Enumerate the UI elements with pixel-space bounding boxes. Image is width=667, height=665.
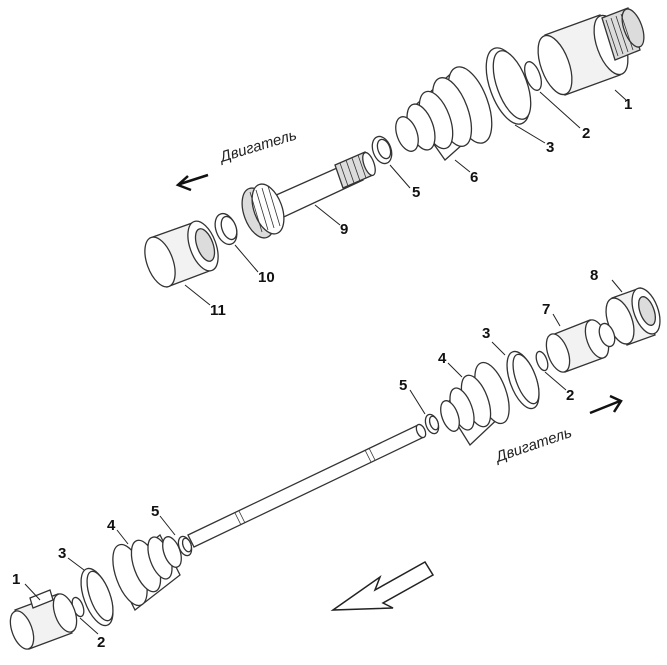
- top-part-2-retaining-ring: [524, 61, 542, 91]
- bottom-part-4-boot-left: [112, 534, 182, 611]
- top-part-1-housing: [537, 7, 645, 96]
- bottom-engine-label: Двигатель: [492, 424, 574, 466]
- bottom-callout-3-left: 3: [58, 545, 66, 562]
- bottom-callout-7: 7: [542, 301, 550, 318]
- bottom-callout-1: 1: [12, 571, 20, 588]
- bottom-callout-5-left: 5: [151, 503, 159, 520]
- bottom-part-1-housing: [9, 589, 78, 650]
- top-part-6-boot: [395, 66, 493, 161]
- top-engine-label: Двигатель: [216, 126, 299, 166]
- top-callout-6: 6: [470, 169, 478, 186]
- top-callout-2: 2: [582, 125, 590, 142]
- bottom-part-4-boot-right: [440, 361, 510, 447]
- top-part-11-bearing: [144, 220, 219, 288]
- top-part-9-shaft: [241, 151, 376, 239]
- bottom-callout-3-right: 3: [482, 325, 490, 342]
- top-engine-arrow-icon: [175, 173, 209, 192]
- bottom-callout-8: 8: [590, 267, 598, 284]
- bottom-engine-arrow-icon: [589, 394, 623, 415]
- top-assembly: 1 2 3 6 5 9 10 11 Двигатель: [144, 7, 645, 319]
- bottom-callout-4-right: 4: [438, 350, 447, 367]
- bottom-part-7-housing: [545, 319, 616, 373]
- bottom-part-8-cap: [605, 287, 661, 346]
- top-callout-9: 9: [340, 221, 348, 238]
- top-callout-1: 1: [624, 96, 632, 113]
- top-callout-11: 11: [210, 302, 226, 319]
- bottom-assembly: 8 7 3 4 2 5 5 4 3 1 2 Двигатель: [9, 267, 661, 651]
- bottom-callout-5-right: 5: [399, 377, 407, 394]
- top-callout-3: 3: [546, 139, 554, 156]
- bottom-callout-2-right: 2: [566, 387, 574, 404]
- bottom-part-2-ring-right: [535, 350, 549, 372]
- top-callout-5: 5: [412, 184, 420, 201]
- bottom-shaft: [187, 423, 427, 548]
- bottom-callout-4-left: 4: [107, 517, 116, 534]
- bottom-callout-2-left: 2: [97, 634, 105, 651]
- top-callout-10: 10: [258, 269, 275, 286]
- large-direction-arrow-icon: [330, 560, 435, 611]
